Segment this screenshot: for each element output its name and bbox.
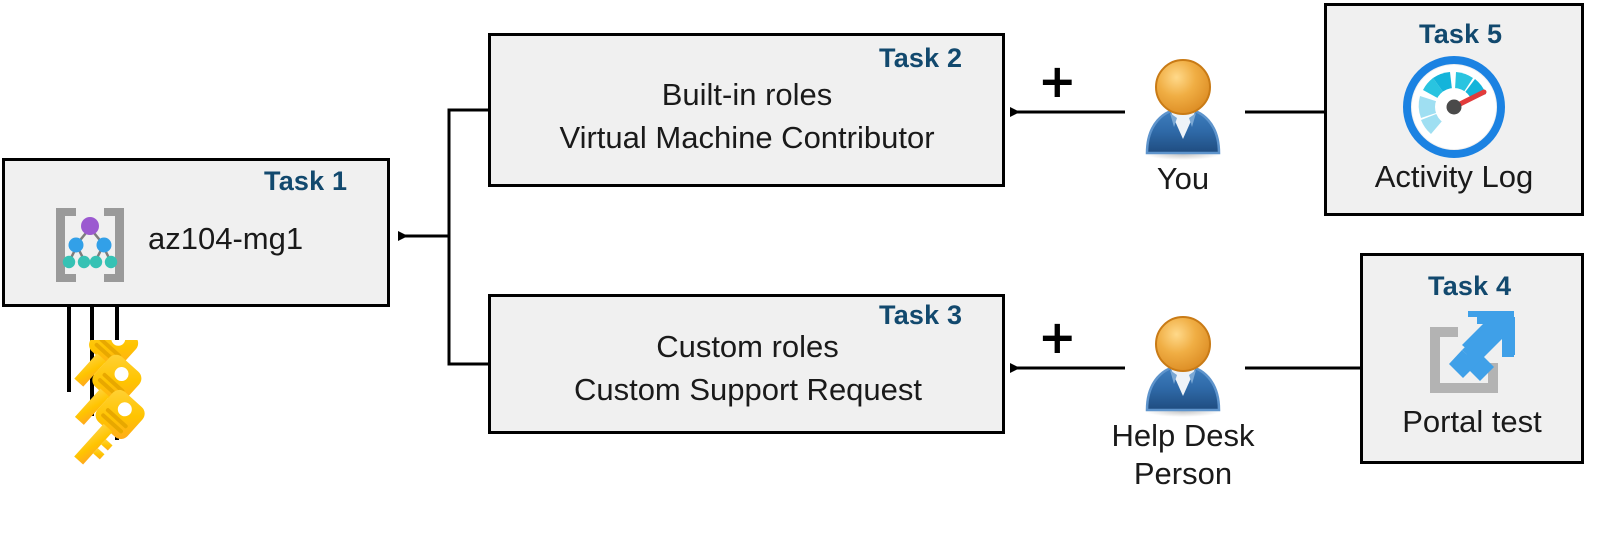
task3-box[interactable] <box>488 294 1005 434</box>
task4-tag: Task 4 <box>1428 271 1512 301</box>
gauge-icon <box>1403 56 1505 158</box>
task2-line2: Virtual Machine Contributor <box>559 120 935 155</box>
plus-sign-helpdesk: + <box>1038 310 1077 364</box>
task5-label: Activity Log <box>1374 159 1534 194</box>
task2-line1: Built-in roles <box>661 77 833 112</box>
task4-box[interactable] <box>1360 253 1584 464</box>
you-person-icon <box>1133 55 1233 160</box>
connector-tasks-to-task1 <box>398 108 488 366</box>
management-group-icon <box>46 200 134 290</box>
task1-box[interactable] <box>2 158 390 307</box>
task2-tag: Task 2 <box>879 43 963 73</box>
external-link-icon <box>1418 305 1522 403</box>
helpdesk-person-icon <box>1133 312 1233 417</box>
keys-icon <box>30 319 160 475</box>
task2-box[interactable] <box>488 33 1005 187</box>
task3-line1: Custom roles <box>656 329 839 364</box>
you-label: You <box>1156 161 1210 196</box>
task3-line2: Custom Support Request <box>573 372 923 407</box>
task5-tag: Task 5 <box>1419 19 1503 49</box>
task1-label: az104-mg1 <box>148 221 304 256</box>
task4-label: Portal test <box>1402 404 1542 439</box>
plus-sign-you: + <box>1038 54 1077 108</box>
helpdesk-label: Help Desk Person <box>1111 418 1255 491</box>
task3-tag: Task 3 <box>879 300 963 330</box>
task1-tag: Task 1 <box>264 166 348 196</box>
